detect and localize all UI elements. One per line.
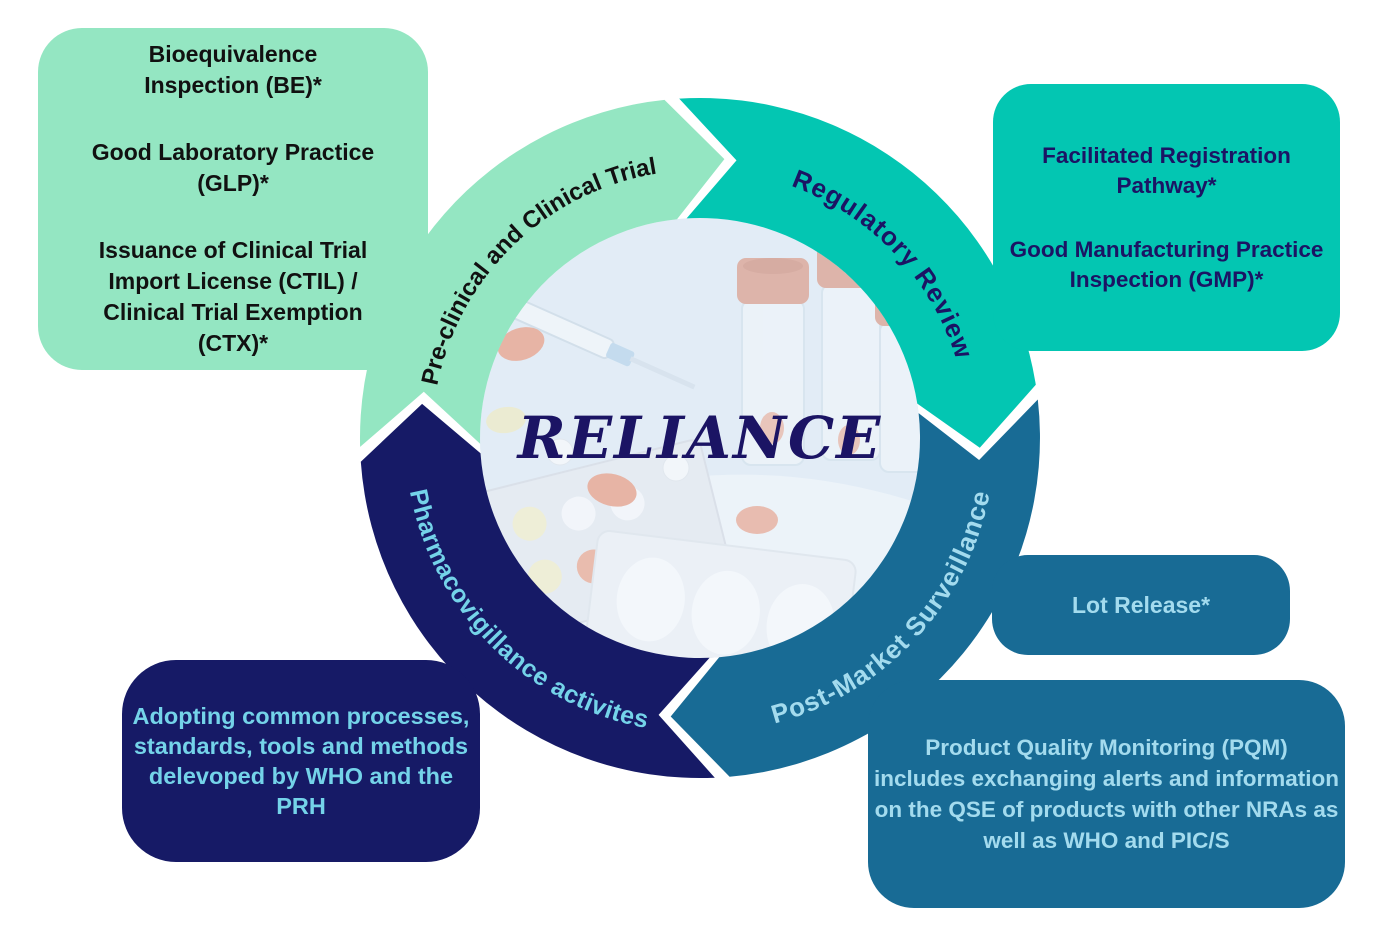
loose-pills bbox=[486, 327, 778, 534]
photo-overlay bbox=[480, 218, 920, 658]
callout-text: Lot Release* bbox=[1071, 591, 1211, 618]
callout-text: Good Laboratory Practice(GLP)* bbox=[91, 139, 375, 196]
arc-segment-preclinical bbox=[359, 99, 725, 447]
callout-pqm: Product Quality Monitoring (PQM)includes… bbox=[868, 680, 1345, 908]
callout-text: Adopting common processes,standards, too… bbox=[132, 703, 470, 819]
arc-segment-regulatory-review bbox=[679, 97, 1036, 448]
callout-pharmacovigilance: Adopting common processes,standards, too… bbox=[122, 660, 480, 862]
vial-icon bbox=[737, 258, 809, 466]
callout-lot-release: Lot Release* bbox=[992, 555, 1290, 655]
center-title: RELIANCE bbox=[516, 404, 883, 472]
callout-text: Product Quality Monitoring (PQM)includes… bbox=[873, 735, 1340, 853]
vials bbox=[737, 244, 920, 473]
arc-segment-post-market bbox=[670, 399, 1040, 777]
arc-segment-pharmacovigilance bbox=[360, 403, 715, 779]
photo-tint bbox=[480, 218, 920, 658]
